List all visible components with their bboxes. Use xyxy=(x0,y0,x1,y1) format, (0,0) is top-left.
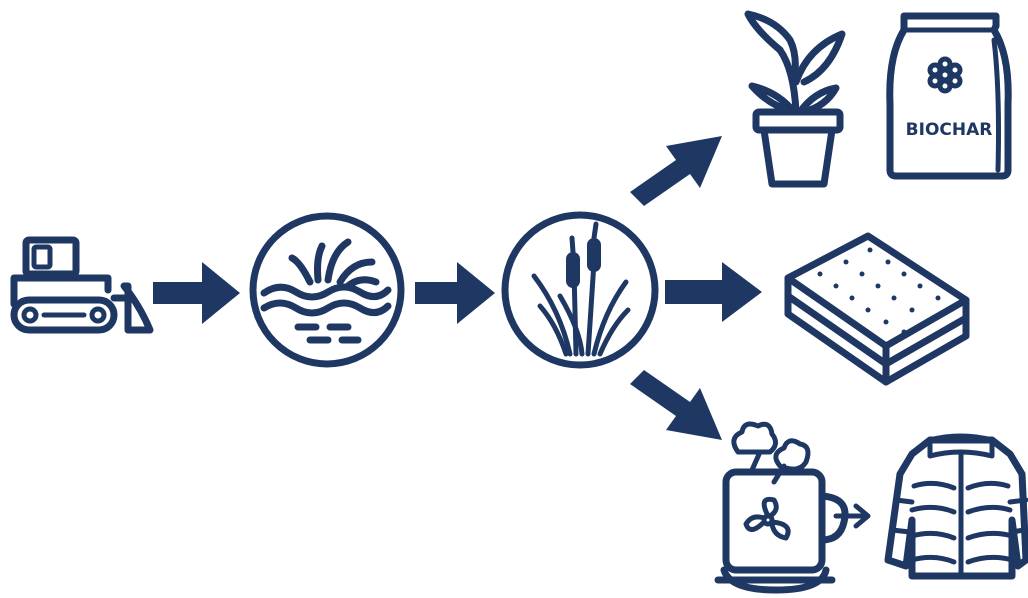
biochar-bag-icon: BIOCHAR xyxy=(886,12,1012,180)
arrow-1 xyxy=(153,262,240,324)
cattail-reed-icon xyxy=(501,211,659,369)
arrow-2 xyxy=(415,262,495,324)
arrow-to-plant xyxy=(630,136,722,206)
puffer-jacket-icon xyxy=(884,433,1028,580)
arrow-to-mug xyxy=(630,370,722,440)
bulldozer-icon xyxy=(10,236,154,334)
arrow-to-jacket xyxy=(833,503,871,529)
biochar-label: BIOCHAR xyxy=(906,120,993,140)
steaming-mug-icon xyxy=(714,421,849,594)
potted-plant-icon xyxy=(744,10,846,188)
insulation-board-icon xyxy=(784,232,970,386)
wetland-water-icon xyxy=(249,212,405,368)
arrow-to-board xyxy=(665,262,762,322)
